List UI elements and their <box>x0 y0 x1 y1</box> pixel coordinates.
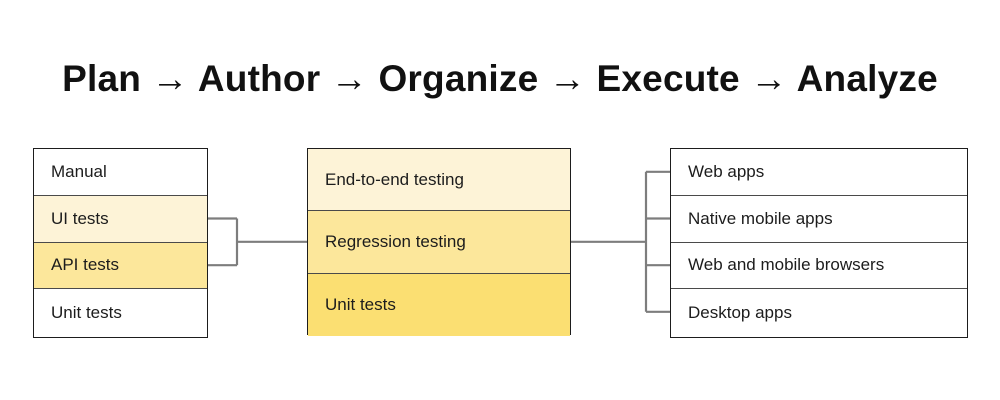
application-targets-box: Web apps Native mobile apps Web and mobi… <box>670 148 968 338</box>
row-label: Unit tests <box>325 294 396 314</box>
test-levels-box: End-to-end testing Regression testing Un… <box>307 148 571 336</box>
row-label: Manual <box>51 161 107 181</box>
list-item-manual[interactable]: Manual <box>34 149 207 196</box>
list-item-web-and-mobile-browsers[interactable]: Web and mobile browsers <box>671 242 967 290</box>
list-item-unit-tests[interactable]: Unit tests <box>34 289 207 336</box>
list-item-desktop-apps[interactable]: Desktop apps <box>671 289 967 336</box>
list-item-unit-tests[interactable]: Unit tests <box>308 273 570 336</box>
row-label: End-to-end testing <box>325 169 464 189</box>
row-label: Web and mobile browsers <box>688 255 885 275</box>
row-label: UI tests <box>51 208 109 228</box>
list-item-api-tests[interactable]: API tests <box>34 242 207 290</box>
list-item-web-apps[interactable]: Web apps <box>671 149 967 196</box>
row-label: Regression testing <box>325 231 466 251</box>
list-item-native-mobile-apps[interactable]: Native mobile apps <box>671 195 967 243</box>
list-item-end-to-end-testing[interactable]: End-to-end testing <box>308 149 570 212</box>
row-label: Web apps <box>688 161 765 181</box>
left-to-middle-connector <box>208 217 307 267</box>
middle-to-right-connector <box>571 170 670 313</box>
row-label: Desktop apps <box>688 302 792 322</box>
page-title: Plan → Author → Organize → Execute → Ana… <box>62 58 938 99</box>
row-label: Native mobile apps <box>688 208 833 228</box>
row-label: API tests <box>51 255 120 275</box>
row-label: Unit tests <box>51 302 122 322</box>
list-item-regression-testing[interactable]: Regression testing <box>308 211 570 274</box>
list-item-ui-tests[interactable]: UI tests <box>34 195 207 243</box>
test-types-box: Manual UI tests API tests Unit tests <box>33 148 208 338</box>
